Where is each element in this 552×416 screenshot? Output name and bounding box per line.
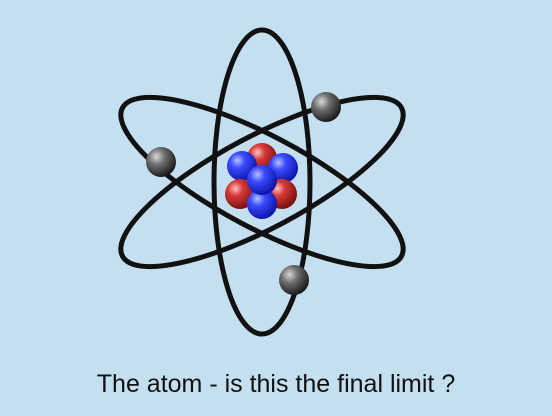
electron [311,92,341,122]
orbit-vertical [211,27,313,337]
atom-icon [118,27,406,337]
nucleon [247,165,277,195]
orbit-falling [118,94,406,270]
nucleon [247,189,277,219]
nucleus [225,143,298,219]
electron [146,147,176,177]
electrons [146,92,341,295]
orbits [118,27,406,337]
caption: The atom - is this the final limit ? [96,370,456,398]
orbit-rising [118,94,406,270]
electron [279,265,309,295]
